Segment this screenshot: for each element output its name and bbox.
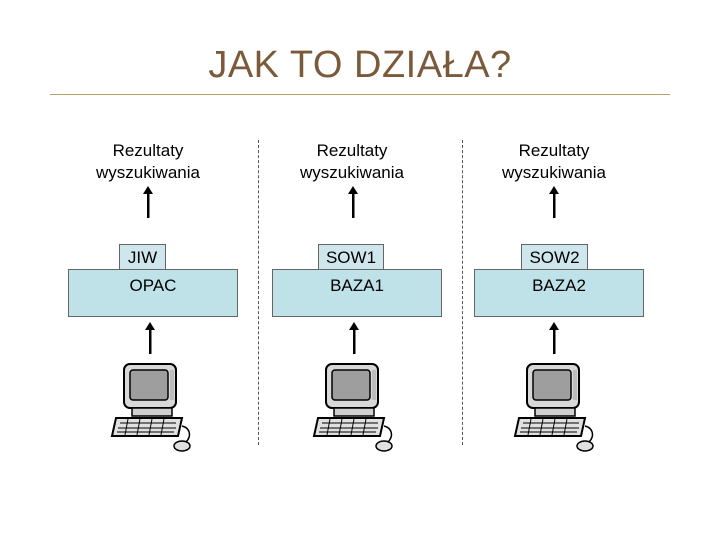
tag-box-1: JIW (119, 244, 166, 272)
results-line-1: Rezultaty (518, 141, 590, 160)
title-divider (50, 94, 670, 95)
up-arrow-icon (549, 322, 559, 354)
page-title: JAK TO DZIAŁA? (208, 44, 512, 86)
computer-icon (110, 363, 191, 452)
up-arrow-icon (348, 186, 358, 218)
column-divider-1 (258, 140, 259, 445)
results-line-2: wyszukiwania (96, 163, 200, 182)
database-label-1: OPAC (129, 276, 177, 295)
up-arrow-icon (143, 186, 153, 218)
results-line-2: wyszukiwania (300, 163, 404, 182)
database-box-3: BAZA2 (474, 269, 644, 317)
results-label-2: Rezultaty wyszukiwania (272, 140, 432, 184)
up-arrow-icon (145, 322, 155, 354)
tag-box-2: SOW1 (318, 244, 384, 272)
results-line-1: Rezultaty (112, 141, 184, 160)
results-label-1: Rezultaty wyszukiwania (68, 140, 228, 184)
up-arrow-icon (349, 322, 359, 354)
results-label-3: Rezultaty wyszukiwania (474, 140, 634, 184)
column-divider-2 (462, 140, 463, 445)
results-line-1: Rezultaty (316, 141, 388, 160)
database-box-1: OPAC (68, 269, 238, 317)
results-line-2: wyszukiwania (502, 163, 606, 182)
database-label-2: BAZA1 (330, 276, 384, 295)
tag-box-3: SOW2 (521, 244, 588, 272)
computer-icon (513, 363, 594, 452)
up-arrow-icon (549, 186, 559, 218)
database-box-2: BAZA1 (272, 269, 442, 317)
database-label-3: BAZA2 (532, 276, 586, 295)
computer-icon (312, 363, 393, 452)
